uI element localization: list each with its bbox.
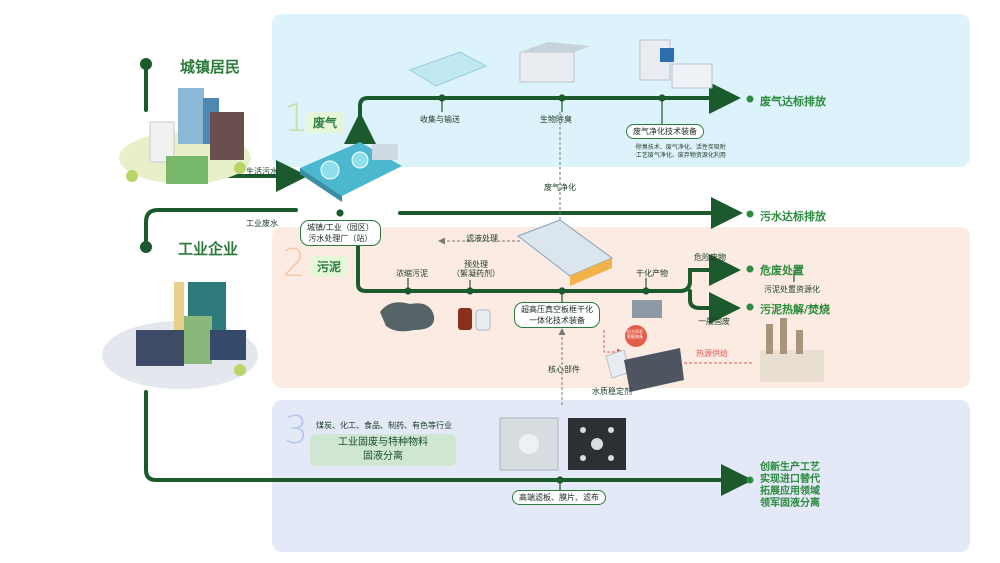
panel-waste-gas — [272, 14, 970, 167]
section-number-3: 3 — [284, 408, 309, 452]
section-number-2: 2 — [282, 241, 307, 285]
stabilizer-label: 水质稳定剂 — [592, 387, 632, 396]
water-output: 污水达标排放 — [760, 210, 826, 223]
industries-label: 煤炭、化工、食品、制药、有色等行业 — [316, 421, 452, 430]
rd-badge: 自主研发 智能装备 — [627, 329, 643, 339]
gas-purify-link: 废气净化 — [544, 183, 576, 192]
gas-note: ·除臭技术、废气净化、活性炭吸附 ·工艺废气净化、废弃物资源化利用 — [634, 144, 726, 159]
industry-label: 工业企业 — [178, 240, 239, 258]
gas-step-3: 废气净化技术装备 — [626, 124, 704, 139]
heat-supply-label: 热源供给 — [696, 349, 728, 358]
section-number-1: 1 — [284, 96, 309, 140]
filtrate-label: 滤液处理 — [466, 234, 498, 243]
sludge-label-1: 浓缩污泥 — [396, 269, 428, 278]
solid-liquid-box: 工业固废与特种物料 固液分离 — [310, 434, 456, 466]
goal-4: 领军固液分离 — [760, 498, 820, 509]
sludge-tag: 污泥 — [310, 256, 349, 277]
residents-label: 城镇居民 — [180, 58, 241, 76]
parts-label: 高端滤板、膜片、滤布 — [512, 490, 606, 505]
general-waste-label: 一般固废 — [698, 317, 730, 326]
goal-3: 拓展应用领域 — [760, 486, 820, 497]
resource-label: 污泥处置资源化 — [764, 285, 820, 294]
industrial-wastewater-label: 工业废水 — [246, 219, 278, 228]
waste-gas-tag: 废气 — [306, 112, 345, 133]
goal-1: 创新生产工艺 — [760, 462, 820, 473]
goal-2: 实现进口替代 — [760, 474, 820, 485]
treatment-plant-label: 城镇/工业（园区） 污水处理厂（站） — [300, 220, 381, 246]
sludge-label-2: 预处理 （絮凝药剂） — [452, 260, 500, 278]
gas-output: 废气达标排放 — [760, 95, 826, 108]
final-goals: 创新生产工艺 实现进口替代 拓展应用领域 领军固液分离 — [760, 462, 820, 510]
gas-step-1: 收集与输送 — [420, 115, 460, 124]
hazard-label: 危险废物 — [694, 253, 726, 262]
domestic-sewage-label: 生活污水 — [246, 167, 278, 176]
sludge-label-3: 干化产物 — [636, 269, 668, 278]
gas-step-2: 生物除臭 — [540, 115, 572, 124]
hazard-output: 危废处置 — [760, 264, 804, 277]
incineration-output: 污泥热解/焚烧 — [760, 303, 831, 316]
dryer-equipment-label: 超高压真空板框干化 一体化技术装备 — [514, 302, 600, 328]
core-parts-label: 核心部件 — [548, 365, 580, 374]
